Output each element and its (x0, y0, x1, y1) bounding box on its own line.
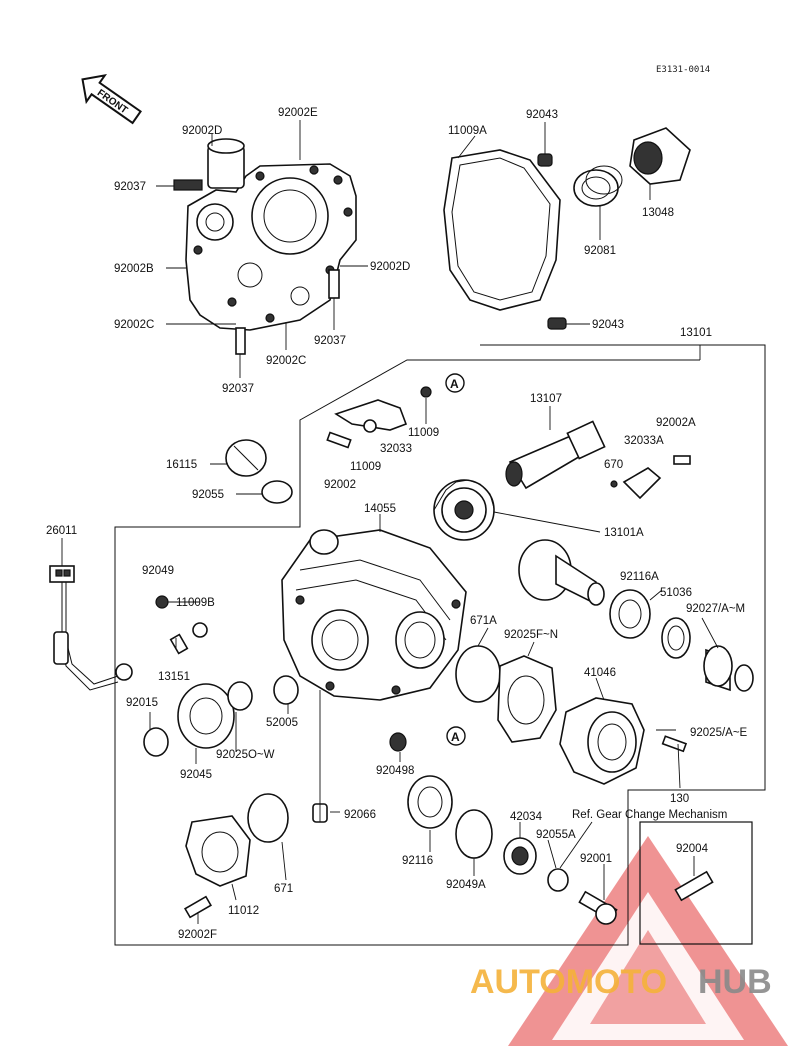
bearing-92116-part (407, 775, 493, 859)
label-92002B: 92002B (114, 263, 154, 275)
label-92002: 92002 (324, 479, 356, 491)
bearing-set-right-part (609, 589, 754, 692)
label-13107: 13107 (530, 393, 562, 405)
label-92037-b: 92037 (314, 335, 346, 347)
label-13151: 13151 (158, 671, 190, 683)
label-130: 130 (670, 793, 689, 805)
pinion-gear-part (518, 539, 605, 606)
watermark-logo: AUTOMOTO HUB (470, 836, 788, 1046)
label-92002C-left: 92002C (114, 319, 154, 331)
label-92043-top: 92043 (526, 109, 558, 121)
gasket-92025f (497, 655, 557, 743)
watermark-triangle-inner (552, 892, 744, 1040)
gasket-part (443, 149, 567, 330)
reference-code: E3131-0014 (656, 65, 710, 75)
label-11009A: 11009A (448, 125, 487, 137)
drive-shaft-part (505, 420, 606, 490)
label-92049: 92049 (142, 565, 174, 577)
bolt-92004-part (674, 870, 714, 902)
label-92015: 92015 (126, 697, 158, 709)
bracket-32033a-part (610, 455, 691, 500)
label-92116: 92116 (402, 855, 433, 867)
label-51036: 51036 (660, 587, 692, 599)
watermark-text-hub: HUB (698, 963, 772, 1001)
label-32033: 32033 (380, 443, 412, 455)
watermark-triangle-core (590, 930, 706, 1024)
front-arrow-icon: FRONT (81, 74, 142, 125)
sensor-harness-part (49, 565, 133, 691)
label-92025O: 92025O~W (216, 749, 275, 761)
crankcase-cover-part (173, 138, 357, 355)
label-26011: 26011 (46, 525, 77, 537)
label-52005: 52005 (266, 717, 298, 729)
spring-and-cap-part (573, 127, 691, 207)
label-42034: 42034 (510, 811, 543, 823)
label-16115: 16115 (166, 459, 197, 471)
label-92027: 92027/A~M (686, 603, 745, 615)
label-92055A: 92055A (536, 829, 576, 841)
ref-box (639, 821, 753, 945)
bracket-32033-part (326, 386, 432, 449)
o-ring-671a (455, 645, 501, 703)
label-92043-bottom: 92043 (592, 319, 624, 331)
label-92002C-bottom: 92002C (266, 355, 306, 367)
marker-a-bottom: A (446, 726, 466, 746)
label-92037-a: 92037 (114, 181, 146, 193)
marker-a-top-label: A (450, 377, 459, 391)
label-92066: 92066 (344, 809, 376, 821)
label-32033A: 32033A (624, 435, 664, 447)
label-14055: 14055 (364, 503, 396, 515)
label-13048: 13048 (642, 207, 674, 219)
label-920498: 920498 (376, 765, 414, 777)
part-labels: 92002E 92002D 92037 92002B 92002D 92002C… (46, 107, 748, 941)
leader-lines (61, 120, 719, 924)
label-670: 670 (604, 459, 623, 471)
label-92025A: 92025/A~E (690, 727, 748, 739)
label-92037-c: 92037 (222, 383, 254, 395)
marker-a-bottom-label: A (451, 730, 460, 744)
filler-plug-part (225, 439, 293, 504)
label-671: 671 (274, 883, 293, 895)
watermark-text-automoto: AUTOMOTO (470, 963, 667, 1001)
output-coupling-part (559, 697, 688, 785)
label-11012: 11012 (228, 905, 259, 917)
marker-a-top: A (445, 373, 465, 393)
bearing-set-left-part (143, 595, 407, 757)
label-92055: 92055 (192, 489, 224, 501)
coupling-42034-part (503, 837, 569, 892)
label-92025F: 92025F~N (504, 629, 558, 641)
label-92049A: 92049A (446, 879, 486, 891)
label-92002F: 92002F (178, 929, 217, 941)
bolt-92001-part (578, 890, 618, 925)
label-92002A: 92002A (656, 417, 696, 429)
label-92081: 92081 (584, 245, 616, 257)
label-11009-a: 11009 (408, 427, 439, 439)
ref-note: Ref. Gear Change Mechanism (572, 809, 727, 821)
label-92004: 92004 (676, 843, 709, 855)
label-92001: 92001 (580, 853, 612, 865)
label-11009-b: 11009 (350, 461, 381, 473)
label-41046: 41046 (584, 667, 616, 679)
label-92002D-right: 92002D (370, 261, 410, 273)
label-92045: 92045 (180, 769, 212, 781)
label-671A: 671A (470, 615, 497, 627)
label-92116A: 92116A (620, 571, 659, 583)
cover-11012-part (184, 793, 289, 919)
label-11009B: 11009B (176, 597, 215, 609)
label-13101A: 13101A (604, 527, 644, 539)
label-92002E: 92002E (278, 107, 318, 119)
bevel-gear-part (433, 479, 495, 541)
group-outline (114, 344, 766, 946)
gear-housing-part (281, 529, 467, 701)
label-92002D-top: 92002D (182, 125, 222, 137)
label-13101: 13101 (680, 327, 712, 339)
